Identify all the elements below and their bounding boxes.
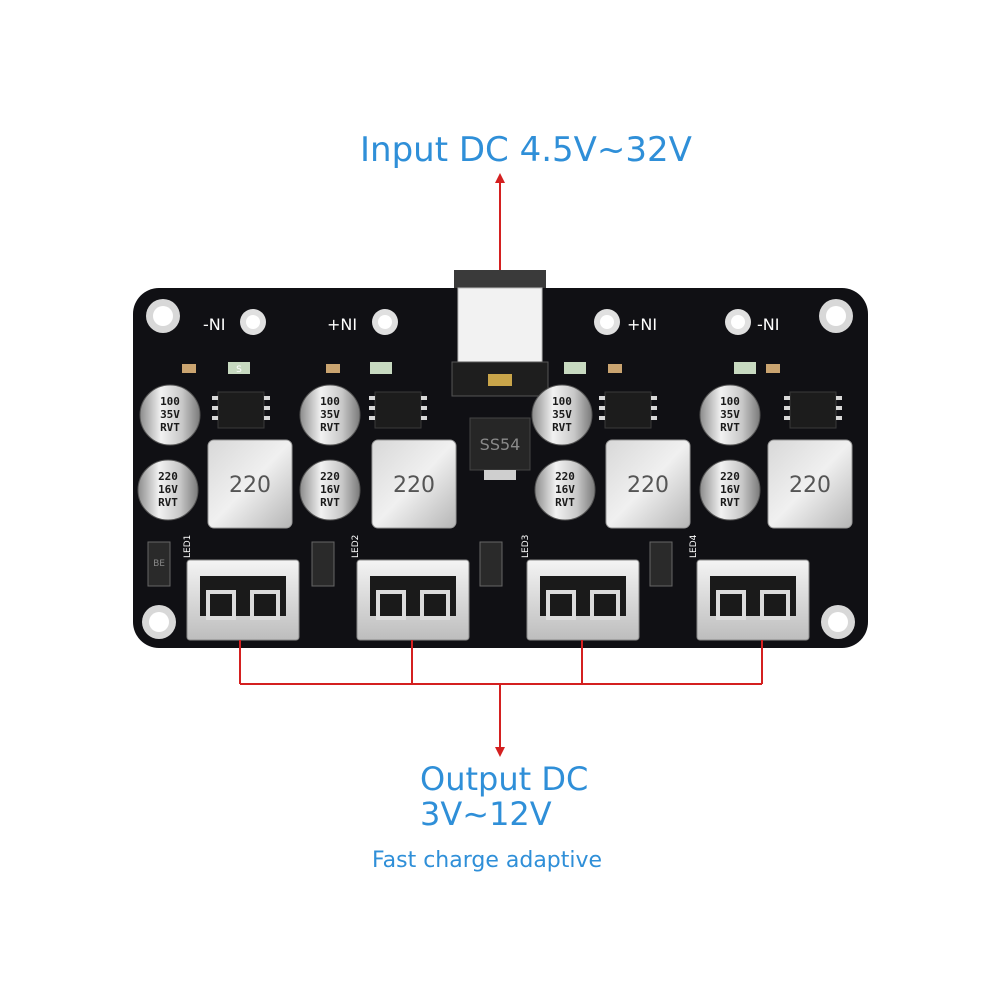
svg-text:100: 100 xyxy=(720,395,740,408)
svg-text:RVT: RVT xyxy=(720,496,740,509)
svg-text:RVT: RVT xyxy=(720,421,740,434)
resistors xyxy=(182,362,780,374)
led-labels: LED1 LED2 LED3 LED4 xyxy=(183,534,699,558)
diode-label: SS54 xyxy=(480,435,521,454)
svg-text:220: 220 xyxy=(627,473,669,498)
svg-text:RVT: RVT xyxy=(160,421,180,434)
input-voltage-label: Input DC 4.5V~32V xyxy=(360,130,692,170)
svg-text:16V: 16V xyxy=(158,483,178,496)
svg-text:RVT: RVT xyxy=(555,496,575,509)
svg-text:LED4: LED4 xyxy=(689,534,699,558)
svg-text:220: 220 xyxy=(158,470,178,483)
svg-text:100: 100 xyxy=(160,395,180,408)
svg-text:220: 220 xyxy=(320,470,340,483)
input-pads xyxy=(240,309,751,335)
svg-text:100: 100 xyxy=(552,395,572,408)
svg-text:220: 220 xyxy=(393,473,435,498)
resistor-label: S xyxy=(236,365,242,375)
svg-text:RVT: RVT xyxy=(158,496,178,509)
svg-text:35V: 35V xyxy=(160,408,180,421)
pin-label: +NI xyxy=(627,315,657,334)
inductors xyxy=(207,439,853,529)
usb-ports xyxy=(186,559,810,641)
top-capacitor-labels: 100 35V RVT 100 35V RVT 100 35V RVT 100 … xyxy=(160,395,740,434)
svg-text:LED1: LED1 xyxy=(183,535,193,558)
mounting-holes xyxy=(142,299,855,639)
svg-text:LED3: LED3 xyxy=(521,535,531,558)
svg-text:100: 100 xyxy=(320,395,340,408)
ic-chips xyxy=(212,391,842,429)
svg-text:35V: 35V xyxy=(720,408,740,421)
svg-text:16V: 16V xyxy=(320,483,340,496)
svg-text:35V: 35V xyxy=(552,408,572,421)
svg-text:RVT: RVT xyxy=(320,421,340,434)
output-voltage-range: 3V~12V xyxy=(420,795,552,833)
svg-text:220: 220 xyxy=(229,473,271,498)
svg-text:16V: 16V xyxy=(720,483,740,496)
svg-text:35V: 35V xyxy=(320,408,340,421)
fast-charge-label: Fast charge adaptive xyxy=(372,848,603,873)
svg-text:220: 220 xyxy=(555,470,575,483)
svg-text:220: 220 xyxy=(720,470,740,483)
small-diode-label: BE xyxy=(153,559,165,569)
svg-text:RVT: RVT xyxy=(320,496,340,509)
svg-text:LED2: LED2 xyxy=(351,535,361,558)
output-label: Output DC xyxy=(420,760,589,798)
pin-label: -NI xyxy=(757,315,779,334)
svg-text:16V: 16V xyxy=(555,483,575,496)
small-diodes xyxy=(147,541,673,587)
top-capacitors xyxy=(139,384,761,446)
inductor-labels: 220 220 220 220 xyxy=(229,473,831,498)
input-connector xyxy=(451,270,549,397)
pin-label: -NI xyxy=(203,315,225,334)
svg-text:RVT: RVT xyxy=(552,421,572,434)
pin-label: +NI xyxy=(327,315,357,334)
bottom-capacitors xyxy=(137,459,761,521)
central-diode: SS54 xyxy=(469,417,531,480)
bottom-capacitor-labels: 220 16V RVT 220 16V RVT 220 16V RVT 220 … xyxy=(158,470,740,509)
svg-text:220: 220 xyxy=(789,473,831,498)
